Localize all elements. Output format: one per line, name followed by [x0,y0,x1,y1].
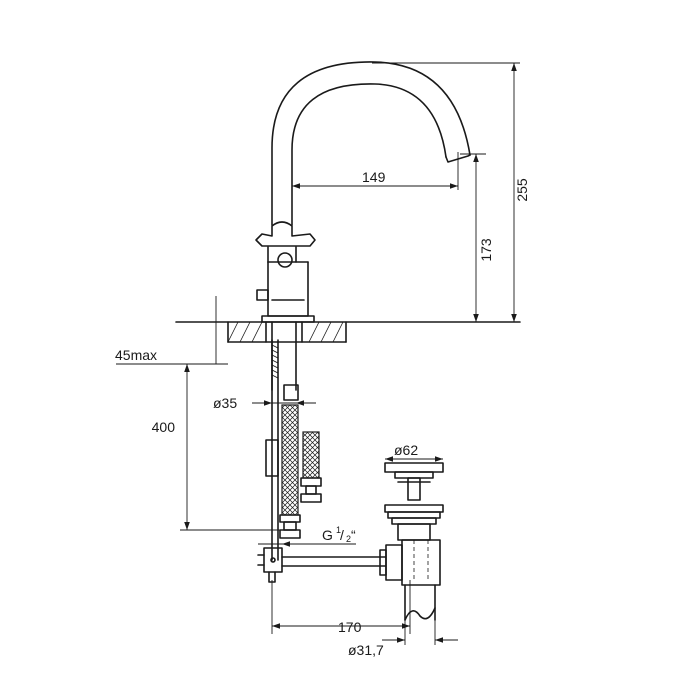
popup-rod [257,547,386,583]
dim-label-thread: G 1 / 2 “ [322,525,356,544]
dim-label-tail-diameter: ø31,7 [348,642,384,658]
dimension-lines [116,62,520,645]
dim-label-hose-length: 400 [152,419,176,435]
waste-valve [379,462,444,621]
dim-label-spout-reach: 149 [362,169,386,185]
dim-label-rod-distance: 170 [338,619,362,635]
supply-hoses [265,339,322,561]
dim-label-deck-thickness: 45max [115,347,157,363]
svg-text:/: / [340,527,344,543]
deck-section [175,321,521,391]
faucet-body [255,61,471,323]
dim-label-waste-diameter: ø62 [394,442,418,458]
dim-label-spout-height: 173 [478,238,494,262]
dim-label-hole-diameter: ø35 [213,395,237,411]
thread-letter: G [322,527,333,543]
thread-numerator: 1 [336,525,341,535]
dim-label-total-height: 255 [514,178,530,202]
thread-denominator: 2 [346,534,351,544]
thread-mark: “ [351,527,356,543]
